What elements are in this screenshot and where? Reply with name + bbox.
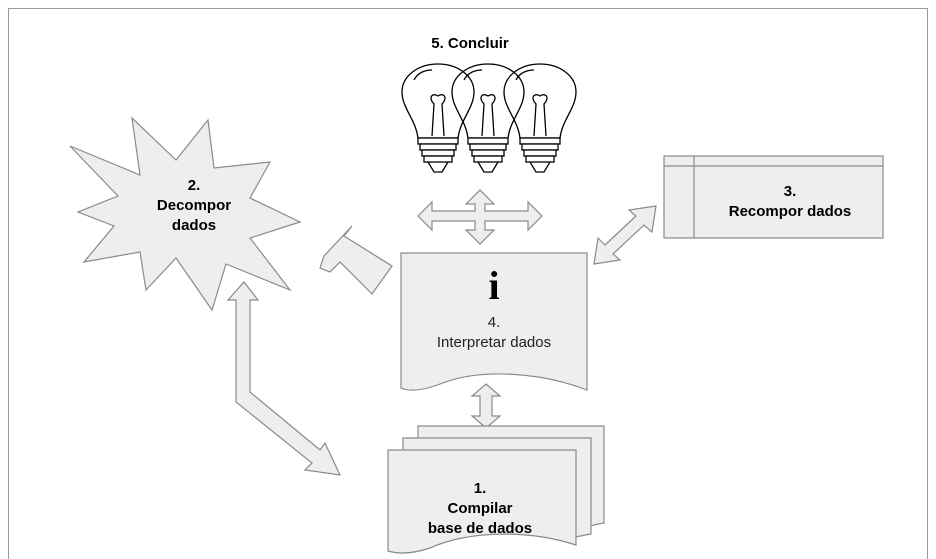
arrow-interpret-compile xyxy=(470,383,502,429)
interpret-document-shape xyxy=(400,252,588,391)
arrow-decompose-compile xyxy=(226,281,342,476)
light-bulbs-icon xyxy=(401,63,577,173)
decompose-label-line2: dados xyxy=(172,217,216,234)
decompose-number: 2. xyxy=(188,177,201,194)
interpret-number: 4. xyxy=(488,314,501,331)
interpret-info-icon: i xyxy=(488,263,499,308)
conclude-label: 5. Concluir xyxy=(431,35,509,52)
recompose-number: 3. xyxy=(784,183,797,200)
compile-label-line1: Compilar xyxy=(447,500,512,517)
recompose-label: Recompor dados xyxy=(729,203,852,220)
decompose-label-line1: Decompor xyxy=(157,197,231,214)
interpret-label: Interpretar dados xyxy=(437,334,551,351)
compile-label-line2: base de dados xyxy=(428,520,532,537)
compile-multidoc-shape xyxy=(387,425,605,554)
recompose-storage-shape xyxy=(663,155,884,239)
diagram-frame xyxy=(8,8,928,559)
arrow-interpret-to-decompose xyxy=(319,225,393,295)
arrow-interpret-recompose xyxy=(593,205,657,265)
compile-number: 1. xyxy=(474,480,487,497)
four-way-arrow xyxy=(417,189,543,245)
decompose-explosion-shape xyxy=(69,116,302,312)
